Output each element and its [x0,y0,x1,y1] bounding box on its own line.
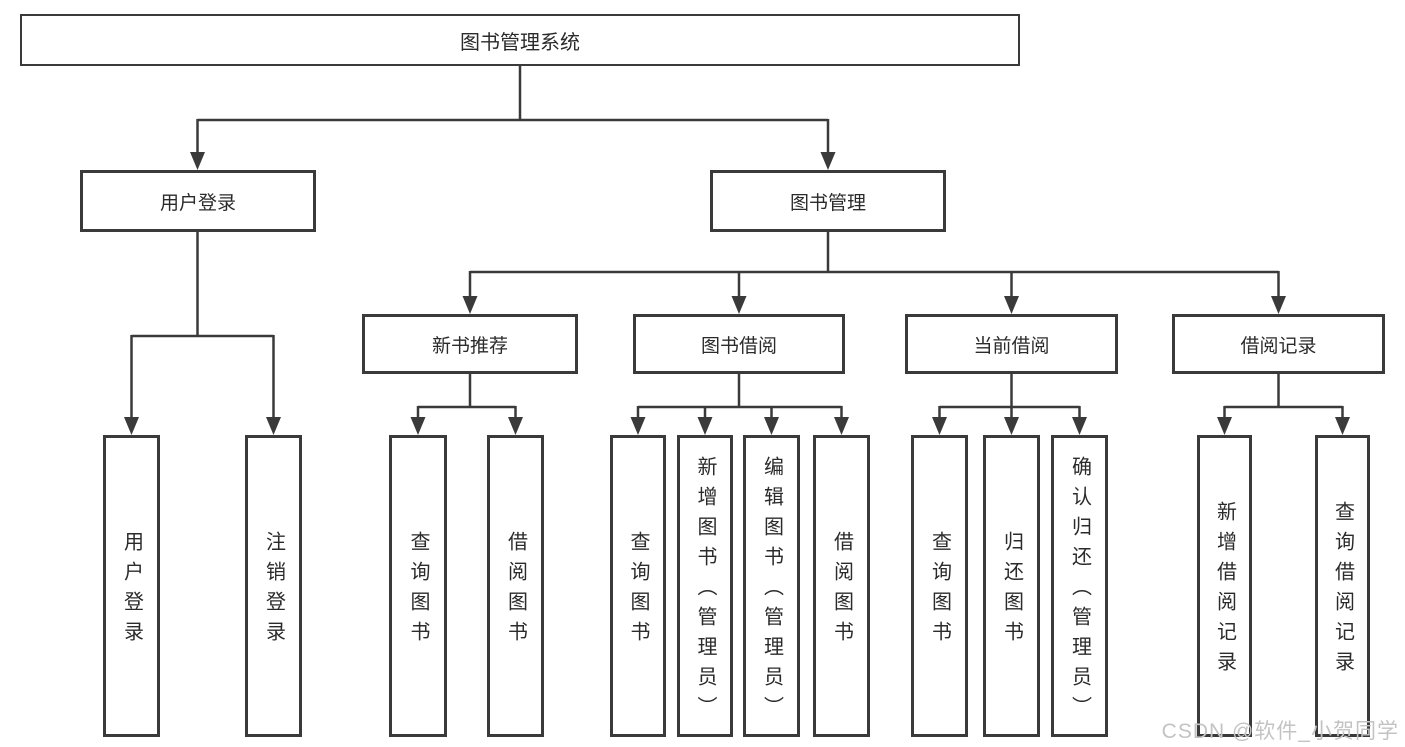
node-borrow-records-label: 借阅记录 [1240,335,1317,357]
node-book-borrow-label: 图书借阅 [700,335,777,357]
leaf-query-books-current-label: 查询图书 [928,531,951,651]
leaf-user-login-label: 用户登录 [120,531,143,651]
leaf-add-borrow-record: 新增借阅记录 [1197,435,1252,737]
node-book-borrow: 图书借阅 [633,314,845,374]
leaf-add-borrow-record-label: 新增借阅记录 [1213,501,1236,681]
leaf-return-book: 归还图书 [983,435,1040,737]
leaf-edit-book-admin: 编辑图书（管理员） [743,435,800,737]
leaf-query-books-recommend-label: 查询图书 [407,531,429,651]
node-borrow-records: 借阅记录 [1172,314,1385,374]
leaf-query-books-borrow-label: 查询图书 [627,531,649,651]
leaf-query-borrow-record: 查询借阅记录 [1315,435,1370,737]
leaf-logout-label: 注销登录 [262,531,285,651]
leaf-add-book-admin-label: 新增图书（管理员） [694,456,716,726]
arrowheads [124,152,1350,435]
leaf-edit-book-admin-label: 编辑图书（管理员） [760,456,783,726]
node-library-system: 图书管理系统 [20,14,1020,66]
leaf-borrow-books-recommend: 借阅图书 [487,435,544,737]
node-library-system-label: 图书管理系统 [460,31,580,54]
leaf-borrow-books-borrow: 借阅图书 [813,435,870,737]
leaf-user-login: 用户登录 [103,435,160,737]
node-new-book-recommend: 新书推荐 [362,314,578,374]
leaf-logout: 注销登录 [245,435,302,737]
leaf-query-books-current: 查询图书 [911,435,968,737]
leaf-confirm-return-admin-label: 确认归还（管理员） [1068,456,1091,726]
leaf-query-books-borrow: 查询图书 [610,435,666,737]
node-user-login-label: 用户登录 [159,192,236,214]
node-current-borrow: 当前借阅 [905,314,1118,374]
node-user-login: 用户登录 [80,170,316,232]
leaf-return-book-label: 归还图书 [1000,531,1023,651]
leaf-borrow-books-borrow-label: 借阅图书 [830,531,853,651]
leaf-confirm-return-admin: 确认归还（管理员） [1051,435,1108,737]
leaf-query-books-recommend: 查询图书 [389,435,447,737]
node-current-borrow-label: 当前借阅 [973,335,1050,357]
node-book-management-label: 图书管理 [789,192,866,214]
node-new-book-recommend-label: 新书推荐 [431,335,508,357]
leaf-add-book-admin: 新增图书（管理员） [677,435,733,737]
node-book-management: 图书管理 [710,170,946,232]
leaf-borrow-books-recommend-label: 借阅图书 [504,531,527,651]
leaf-query-borrow-record-label: 查询借阅记录 [1331,501,1354,681]
